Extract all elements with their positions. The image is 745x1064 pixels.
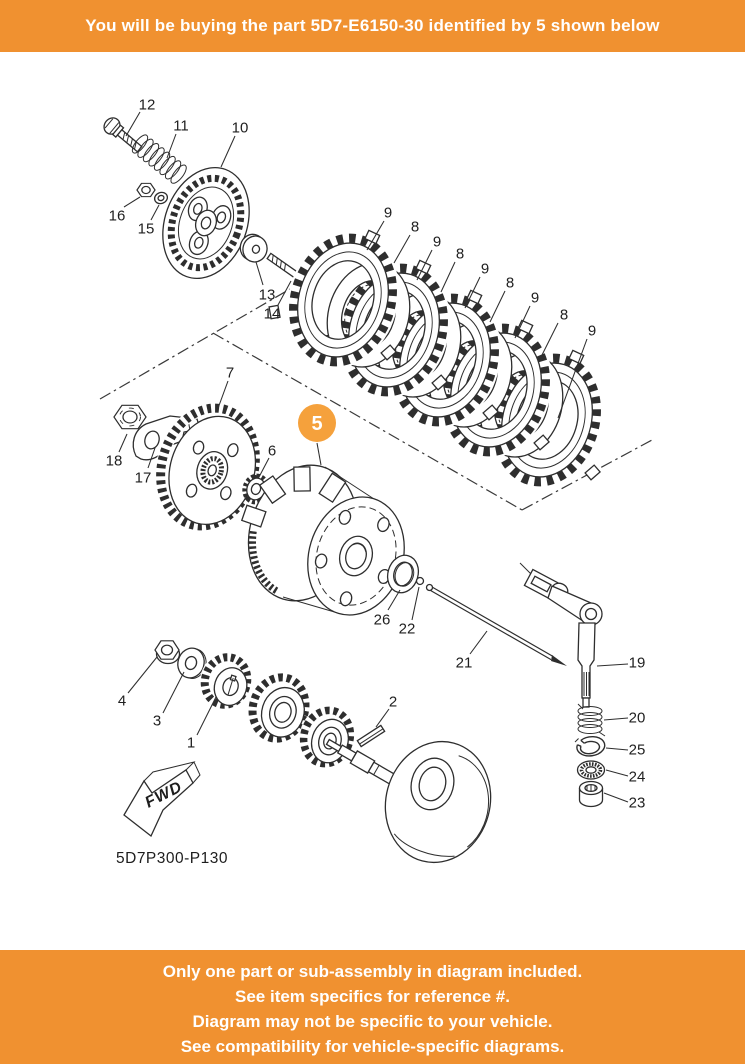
footer-line-4: See compatibility for vehicle-specific d… [180,1037,565,1056]
part-label-21: 21 [456,654,473,671]
diagram-code: 5D7P300-P130 [116,850,228,867]
callout-leader [514,305,531,339]
part-nut-18-drawing [113,404,147,430]
part-push-lever-19-drawing [519,562,603,708]
part-label-1: 1 [187,734,195,751]
part-label-14: 14 [264,305,281,322]
part-label-2: 2 [389,693,397,710]
part-label-9: 9 [384,204,392,221]
part-drive-gear-1-drawing [199,652,253,710]
callout-leader [162,671,185,714]
part-washer-26-drawing [386,554,420,594]
part-label-3: 3 [153,712,161,729]
part-plate-13-drawing [239,233,268,263]
part-label-7: 7 [226,364,234,381]
callout-leader [166,133,177,159]
callout-leader [118,433,128,453]
part-label-9: 9 [531,289,539,306]
callout-leader [411,586,420,621]
part-label-24: 24 [629,768,646,785]
part-label-12: 12 [139,96,156,113]
part-label-18: 18 [106,452,123,469]
part-label-4: 4 [118,692,126,709]
part-label-10: 10 [232,119,249,136]
callout-leader [277,280,292,306]
callout-leader [557,338,588,419]
callout-leader [375,708,390,728]
part-label-8: 8 [456,245,464,262]
callout-leader [596,663,629,667]
callout-leader [258,457,270,478]
callout-leader [127,656,158,694]
callout-leader [123,196,141,208]
footer-banner: Only one part or sub-assembly in diagram… [0,950,745,1064]
callout-leader [196,696,217,736]
header-banner: You will be buying the part 5D7-E6150-30… [0,0,745,52]
part-nut-16-drawing [136,182,156,198]
callout-leader [125,111,141,137]
callout-leader [605,747,629,751]
part-label-9: 9 [433,233,441,250]
footer-line-1: Only one part or sub-assembly in diagram… [162,962,583,981]
footer-line-3: Diagram may not be specific to your vehi… [192,1012,553,1031]
part-label-15: 15 [138,220,155,237]
callout-leader [393,234,411,264]
part-crankshaft-drawing [325,738,492,864]
callout-leader [489,290,506,323]
part-label-6: 6 [268,442,276,459]
part-label-16: 16 [109,207,126,224]
highlighted-part-number: 5 [311,413,322,435]
callout-leader [220,135,236,168]
callout-leader [440,261,456,293]
part-label-17: 17 [135,469,152,486]
part-key-2-drawing [356,724,386,748]
part-label-19: 19 [629,654,646,671]
part-label-26: 26 [374,611,391,628]
part-label-11: 11 [173,117,189,134]
part-spring-20-drawing [577,703,606,737]
callout-leader [147,447,156,469]
callout-leader [541,322,559,356]
part-clutch-basket-5-drawing [240,464,405,616]
part-label-9: 9 [588,322,596,339]
part-label-25: 25 [629,741,646,758]
callout-leader [216,380,229,412]
part-idler-disc-a-drawing [247,672,311,744]
part-label-9: 9 [481,260,489,277]
part-label-8: 8 [506,274,514,291]
part-washer-15-drawing [153,191,169,205]
callout-leader [603,792,629,803]
part-label-13: 13 [259,286,276,303]
clutch-plate-stack-drawing [259,209,632,499]
part-bearing-23-drawing [578,780,604,808]
callout-leader [464,276,481,309]
part-circlip-25-drawing [574,736,606,757]
callout-leader [469,630,488,655]
callout-leader [387,589,401,611]
part-push-rod-21-drawing [425,583,567,666]
part-ball-22-drawing [415,576,425,586]
callout-leader [605,769,629,777]
part-label-20: 20 [629,709,646,726]
callout-leader [366,220,385,251]
part-nut-4-drawing [154,640,181,665]
part-pressure-plate-10-drawing [162,166,250,280]
fwd-arrow: FWD [123,761,201,838]
part-label-23: 23 [629,794,646,811]
callout-leader [416,249,433,281]
part-label-8: 8 [411,218,419,235]
highlighted-part-marker: 5 [298,404,336,466]
part-oil-seal-24-drawing [576,760,606,780]
part-bolt-12-drawing [103,117,143,153]
part-label-8: 8 [560,306,568,323]
callout-leader [255,261,264,286]
part-spring-11-drawing [131,134,187,184]
part-label-22: 22 [399,620,416,637]
footer-line-2: See item specifics for reference #. [235,987,510,1006]
callout-leader [150,204,160,221]
callout-leader [603,717,629,721]
header-text: You will be buying the part 5D7-E6150-30… [85,16,660,35]
